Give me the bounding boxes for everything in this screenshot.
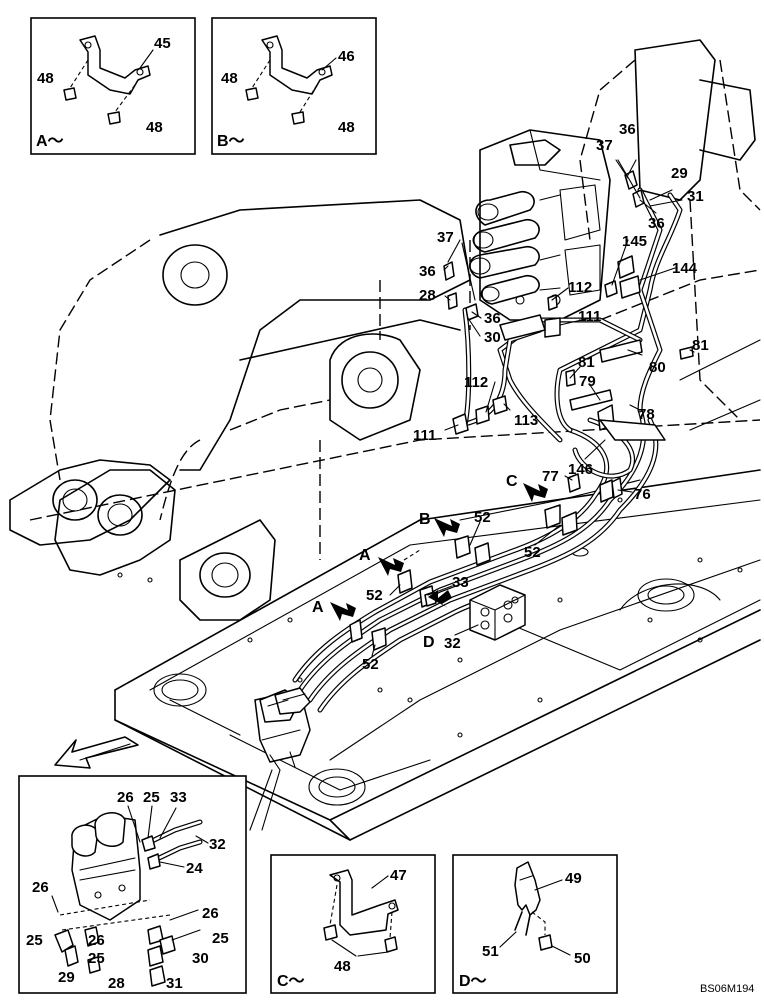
inset-d-caption: D～ xyxy=(459,973,487,990)
part-label: 52 xyxy=(362,656,379,673)
part-label: 26 xyxy=(32,879,49,896)
part-label: 112 xyxy=(568,279,592,296)
frame-holes xyxy=(117,497,743,738)
part-label: 144 xyxy=(672,260,698,277)
part-label: 49 xyxy=(565,870,582,887)
part-label: 31 xyxy=(166,975,183,992)
part-label: 33 xyxy=(170,789,187,806)
inset-d xyxy=(452,854,618,994)
part-label: 111 xyxy=(413,427,436,444)
main-frame-drawing xyxy=(9,39,761,841)
part-label: 146 xyxy=(568,461,593,478)
part-label: 81 xyxy=(578,354,595,371)
part-label: 37 xyxy=(437,229,454,246)
part-label: 51 xyxy=(482,943,499,960)
inset-c xyxy=(270,854,436,994)
inset-a-caption: A～ xyxy=(36,133,64,150)
pilot-control-valve xyxy=(254,687,311,771)
pilot-hoses xyxy=(292,187,683,713)
part-label: 26 xyxy=(202,905,219,922)
inset-pilot-valve-detail xyxy=(18,775,247,994)
direction-arrow xyxy=(54,736,139,769)
part-label: 36 xyxy=(419,263,436,280)
view-marker-a: A xyxy=(359,547,371,564)
inset-b-caption: B～ xyxy=(217,133,245,150)
part-label: 47 xyxy=(390,867,407,884)
part-label: 28 xyxy=(419,287,436,304)
view-marker-a: A xyxy=(312,599,324,616)
view-marker-b: B xyxy=(419,511,431,528)
part-label: 52 xyxy=(524,544,541,561)
part-label: 48 xyxy=(334,958,351,975)
drawing-code: BS06M194 xyxy=(700,983,754,995)
part-label: 32 xyxy=(209,836,226,853)
part-label: 52 xyxy=(474,509,491,526)
fittings xyxy=(424,170,694,607)
part-label: 76 xyxy=(634,486,651,503)
part-label: 77 xyxy=(542,468,559,485)
part-label: 25 xyxy=(26,932,43,949)
part-label: 25 xyxy=(143,789,160,806)
part-label: 52 xyxy=(366,587,383,604)
inset-c-caption: C～ xyxy=(277,973,305,990)
part-label: 48 xyxy=(37,70,54,87)
view-arrows xyxy=(330,483,548,621)
part-label: 80 xyxy=(649,359,666,376)
part-label: 111 xyxy=(578,308,601,325)
part-label: 26 xyxy=(117,789,134,806)
part-label: 48 xyxy=(146,119,163,136)
part-label: 31 xyxy=(687,188,704,205)
part-labels: 45 48 48 46 48 48 37 36 29 31 36 37 36 2… xyxy=(26,35,709,992)
part-label: 46 xyxy=(338,48,355,65)
inset-b xyxy=(211,17,377,155)
part-label: 37 xyxy=(596,137,613,154)
view-marker-d: D xyxy=(423,634,435,651)
part-label: 36 xyxy=(648,215,665,232)
part-label: 25 xyxy=(88,950,105,967)
part-label: 112 xyxy=(464,374,488,391)
part-label: 48 xyxy=(221,70,238,87)
part-label: 26 xyxy=(88,932,105,949)
part-label: 30 xyxy=(484,329,501,346)
part-label: 113 xyxy=(514,412,538,429)
part-label: 50 xyxy=(574,950,591,967)
part-label: 48 xyxy=(338,119,355,136)
view-marker-c: C xyxy=(506,473,518,490)
hose-clamps xyxy=(349,255,643,651)
leader-lines xyxy=(249,159,695,831)
part-label: 28 xyxy=(108,975,125,992)
hose-guard-plate xyxy=(599,419,666,441)
part-label: 45 xyxy=(154,35,171,52)
part-label: 32 xyxy=(444,635,461,652)
part-label: 145 xyxy=(622,233,647,250)
inset-a xyxy=(30,17,196,155)
part-label: 33 xyxy=(452,574,469,591)
part-label: 36 xyxy=(619,121,636,138)
part-label: 36 xyxy=(484,310,501,327)
part-label: 78 xyxy=(638,406,655,423)
part-label: 29 xyxy=(58,969,75,986)
part-label: 79 xyxy=(579,373,596,390)
shuttle-valve-block xyxy=(469,584,526,641)
part-label: 30 xyxy=(192,950,209,967)
part-label: 81 xyxy=(692,337,709,354)
part-label: 24 xyxy=(186,860,203,877)
part-label: 29 xyxy=(671,165,688,182)
part-label: 25 xyxy=(212,930,229,947)
